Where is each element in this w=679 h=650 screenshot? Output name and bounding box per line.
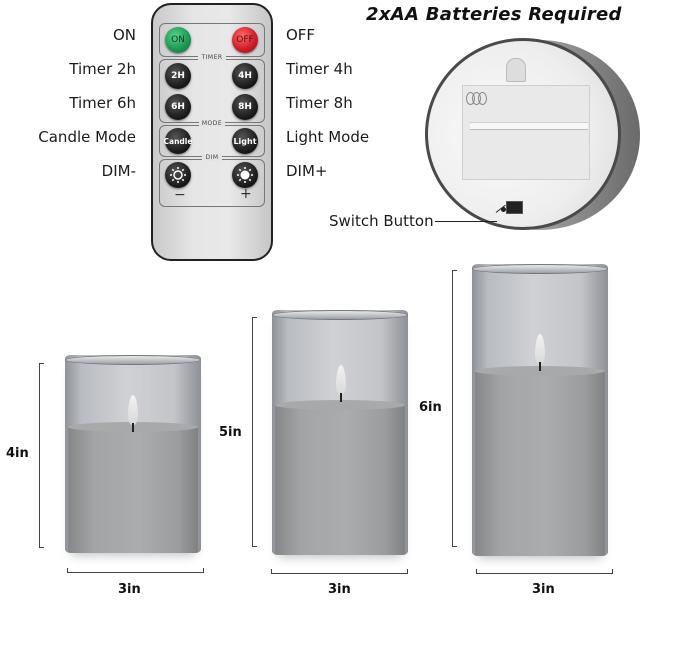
label-on: ON bbox=[112, 26, 136, 44]
width-dimension-line bbox=[271, 569, 408, 574]
candle-1 bbox=[65, 355, 201, 553]
leader-line bbox=[435, 221, 497, 222]
label-timer-4h: Timer 4h bbox=[286, 60, 353, 78]
power-switch[interactable] bbox=[506, 201, 523, 214]
candle-mode-button[interactable]: Candle bbox=[164, 128, 192, 154]
candle-1-height-label: 4in bbox=[6, 446, 29, 461]
sun-outline-icon bbox=[170, 167, 186, 183]
off-button[interactable]: OFF bbox=[232, 27, 258, 53]
label-dim-plus: DIM+ bbox=[286, 162, 328, 180]
label-light-mode: Light Mode bbox=[286, 128, 370, 146]
timer-6h-button[interactable]: 6H bbox=[165, 94, 191, 120]
timer-group-title: TIMER bbox=[198, 54, 226, 61]
led-flame-icon bbox=[535, 334, 545, 364]
dim-plus-button[interactable] bbox=[232, 162, 258, 188]
mode-group-title: MODE bbox=[198, 120, 226, 127]
candle-3-width-label: 3in bbox=[532, 582, 555, 597]
width-dimension-line bbox=[476, 569, 613, 574]
power-group: ON OFF bbox=[159, 23, 265, 57]
timer-group: TIMER 2H 4H 6H 8H bbox=[159, 54, 265, 123]
label-candle-mode: Candle Mode bbox=[38, 128, 136, 146]
label-timer-6h: Timer 6h bbox=[69, 94, 136, 112]
dim-minus-button[interactable] bbox=[165, 162, 191, 188]
candle-2 bbox=[272, 310, 408, 555]
candle-2-height-label: 5in bbox=[219, 425, 242, 440]
battery-divider bbox=[470, 122, 588, 130]
label-timer-2h: Timer 2h bbox=[69, 60, 136, 78]
hanging-tab bbox=[506, 58, 526, 82]
remote-control: ON OFF TIMER 2H 4H 6H 8H MODE Candle Lig… bbox=[151, 3, 273, 261]
led-flame-icon bbox=[336, 365, 346, 395]
switch-button-label: Switch Button bbox=[329, 212, 434, 230]
timer-8h-button[interactable]: 8H bbox=[232, 94, 258, 120]
height-dimension-line bbox=[452, 270, 457, 547]
plus-sign: + bbox=[240, 186, 252, 202]
minus-sign: − bbox=[174, 187, 186, 203]
leader-dot bbox=[501, 207, 506, 212]
label-dim-minus: DIM- bbox=[101, 162, 136, 180]
dim-group-title: DIM bbox=[202, 154, 222, 161]
label-off: OFF bbox=[286, 26, 316, 44]
candle-2-width-label: 3in bbox=[328, 582, 351, 597]
candle-3-height-label: 6in bbox=[419, 400, 442, 415]
width-dimension-line bbox=[67, 568, 204, 573]
candle-1-width-label: 3in bbox=[118, 582, 141, 597]
label-timer-8h: Timer 8h bbox=[286, 94, 353, 112]
height-dimension-line bbox=[252, 317, 257, 547]
timer-4h-button[interactable]: 4H bbox=[232, 63, 258, 89]
candle-3 bbox=[472, 264, 608, 556]
timer-2h-button[interactable]: 2H bbox=[165, 63, 191, 89]
height-dimension-line bbox=[39, 363, 44, 548]
batteries-required-title: 2xAA Batteries Required bbox=[366, 4, 622, 25]
on-button[interactable]: ON bbox=[165, 27, 191, 53]
battery-spring-icon bbox=[478, 92, 487, 105]
light-mode-button[interactable]: Light bbox=[232, 128, 258, 154]
dim-group: DIM − + bbox=[159, 154, 265, 207]
sun-filled-icon bbox=[237, 167, 253, 183]
led-flame-icon bbox=[128, 395, 138, 425]
mode-group: MODE Candle Light bbox=[159, 120, 265, 157]
